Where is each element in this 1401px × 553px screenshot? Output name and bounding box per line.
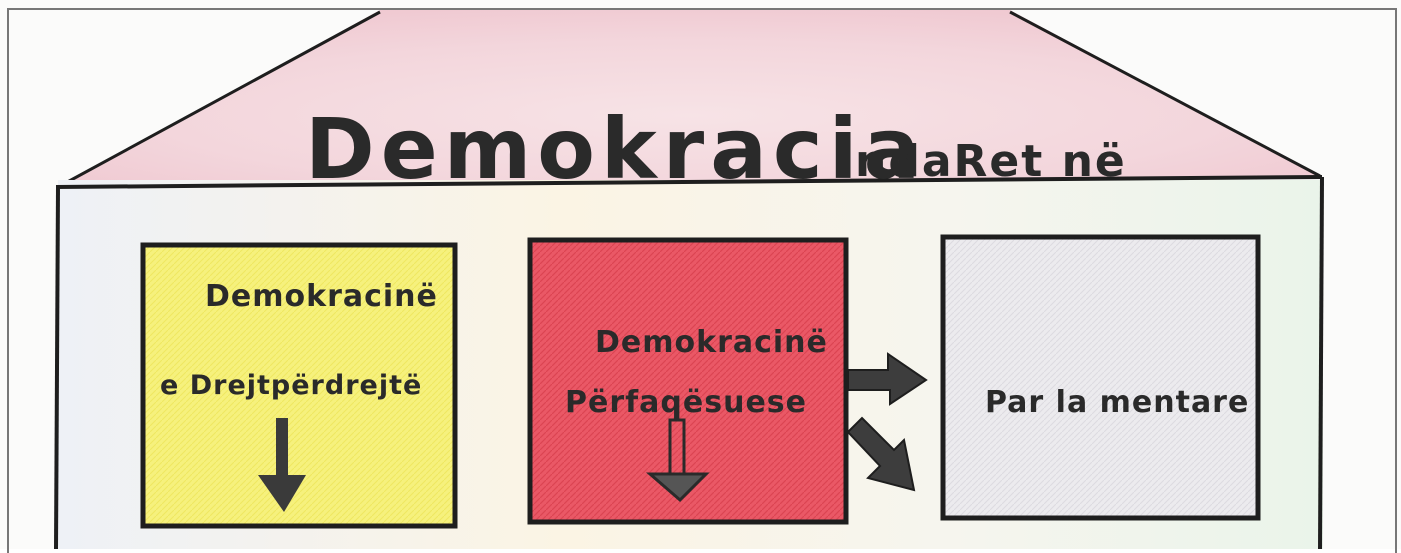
- house-right-wall: [1318, 176, 1324, 549]
- box-parliamentary-label: Par la mentare: [985, 385, 1249, 420]
- title-main: Demokracia: [305, 100, 926, 198]
- box-representative-line1: Demokracinë: [595, 325, 828, 360]
- box-direct-line1: Demokracinë: [205, 279, 438, 314]
- roof: [60, 10, 1320, 186]
- box-parliamentary: [940, 234, 1261, 521]
- arrow-right-icon: [847, 352, 928, 406]
- roof-outline-right: [1009, 10, 1321, 178]
- title-rest: ndaRet në: [855, 136, 1127, 187]
- box-representative-line2: Përfaqësuese: [565, 385, 807, 420]
- arrow-diagonal-down-right-icon: [846, 416, 916, 492]
- arrow-down-representative-icon: [645, 418, 710, 503]
- roof-base-line: [55, 175, 1323, 189]
- box-direct-line2: e Drejtpërdrejtë: [160, 370, 422, 401]
- house-left-wall: [54, 186, 60, 549]
- arrow-down-direct-icon: [258, 418, 306, 512]
- roof-outline: [59, 10, 381, 188]
